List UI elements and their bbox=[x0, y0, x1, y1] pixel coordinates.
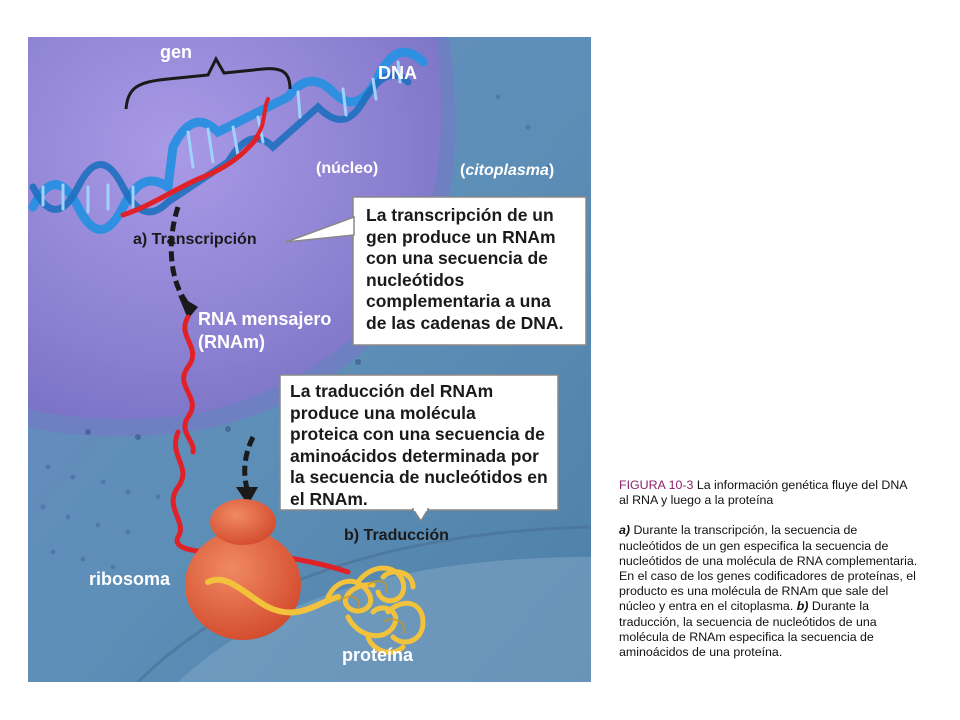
figure-number: FIGURA 10-3 bbox=[619, 478, 694, 492]
caption-part-a-label: a) bbox=[619, 523, 631, 538]
callout-line: produce una molécula bbox=[290, 402, 476, 423]
caption-part-a-text: Durante la transcripción, la secuencia d… bbox=[619, 523, 918, 614]
callout-line: proteica con una secuencia de bbox=[290, 424, 545, 444]
diagram-figure: gen DNA (núcleo) (citoplasma) a) Transcr… bbox=[28, 37, 591, 682]
callout-line: La traducción del RNAm bbox=[290, 381, 494, 401]
dna-base-pairs bbox=[41, 60, 402, 214]
label-protein: proteína bbox=[342, 645, 414, 665]
caption-part-b-text: Durante la traducción, la secuencia de n… bbox=[619, 599, 877, 660]
mrna-transcribing bbox=[120, 134, 261, 218]
protein-folded-shade bbox=[337, 580, 405, 635]
label-mrna-line1: RNA mensajero bbox=[198, 309, 332, 329]
callout-transcription-text: La transcripción de un gen produce un RN… bbox=[366, 205, 563, 334]
label-nucleus: (núcleo) bbox=[316, 160, 379, 177]
label-translation: b) Traducción bbox=[344, 527, 449, 544]
label-cytoplasm: (citoplasma) bbox=[460, 162, 555, 179]
nucleus-region bbox=[28, 37, 442, 419]
callout-translation-text: La traducción del RNAm produce una moléc… bbox=[290, 381, 548, 510]
figure-caption: FIGURA 10-3 La información genética fluy… bbox=[619, 478, 919, 660]
caption-body: a) Durante la transcripción, la secuenci… bbox=[619, 523, 919, 660]
transcription-arrow bbox=[168, 206, 189, 304]
cell-outer-band bbox=[178, 557, 591, 682]
callout-line: el RNAm. bbox=[290, 488, 368, 509]
polypeptide-chain bbox=[205, 576, 341, 616]
translation-arrow-head bbox=[236, 487, 258, 505]
caption-title-text: La información genética fluye del DNA al… bbox=[619, 478, 907, 508]
label-transcription: a) Transcripción bbox=[133, 231, 257, 248]
callout-line: gen produce un RNAm bbox=[366, 226, 556, 247]
dna-strand-b bbox=[29, 71, 412, 216]
callout-line: con una secuencia de bbox=[366, 248, 548, 268]
diagram-artwork bbox=[28, 37, 591, 682]
caption-part-b-label: b) bbox=[796, 599, 809, 614]
callout-line: la secuencia de nucleótidos en bbox=[290, 467, 548, 487]
mrna-molecule bbox=[181, 314, 196, 455]
label-ribosome: ribosoma bbox=[89, 569, 171, 589]
callout-line: nucleótidos bbox=[366, 269, 465, 290]
protein-folded bbox=[325, 565, 426, 655]
callout-translation bbox=[279, 374, 559, 523]
callout-line: complementaria a una bbox=[366, 291, 551, 311]
label-gene: gen bbox=[160, 42, 193, 62]
label-dna: DNA bbox=[378, 63, 417, 83]
callout-line: aminoácidos determinada por bbox=[290, 445, 539, 466]
callout-line: de las cadenas de DNA. bbox=[366, 312, 564, 333]
gene-bracket bbox=[124, 55, 292, 110]
callout-transcription bbox=[285, 196, 587, 346]
callout-line: La transcripción de un bbox=[366, 205, 554, 225]
ribosome-large-subunit bbox=[185, 530, 301, 640]
dna-helix bbox=[28, 47, 428, 234]
mrna-transcribing-end bbox=[254, 97, 270, 139]
ribosome-small-subunit bbox=[210, 499, 276, 545]
label-mrna-line2: (RNAm) bbox=[198, 332, 265, 352]
transcription-arrow-head bbox=[178, 295, 198, 319]
caption-title: FIGURA 10-3 La información genética fluy… bbox=[619, 478, 919, 508]
